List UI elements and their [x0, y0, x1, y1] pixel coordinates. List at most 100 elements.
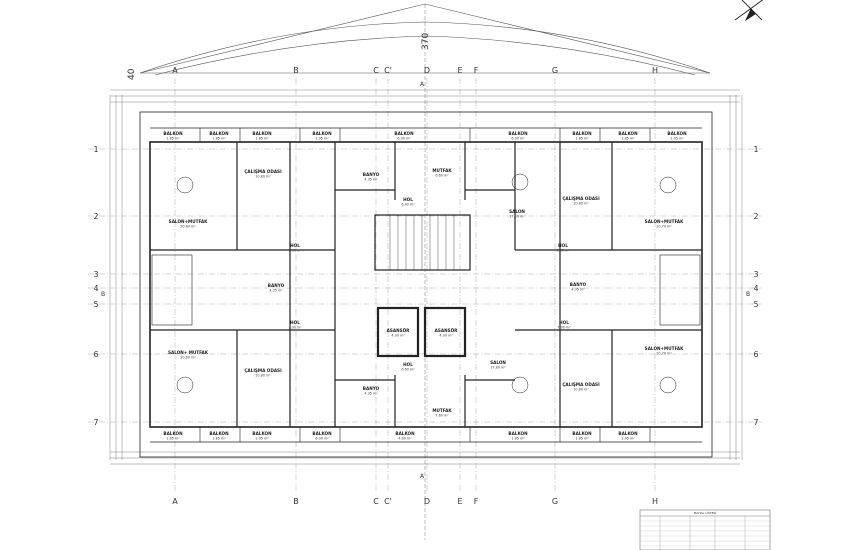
- grid-column-top-6: E: [457, 66, 462, 75]
- room-name: ASANSÖR: [387, 328, 411, 333]
- room-area: 10.80 m²: [573, 202, 589, 206]
- room-name: SALON+MUTFAK: [645, 346, 684, 351]
- room-area: 17.80 m²: [509, 215, 525, 219]
- grid-column-top-3: C: [373, 66, 379, 75]
- room-area: 2.05 m²: [255, 437, 269, 441]
- room-area: 6.60 m²: [401, 368, 415, 372]
- room-area: 1.85 m²: [575, 137, 589, 141]
- room-area: 4.35 m²: [364, 178, 378, 182]
- grid-column-bottom-4: C': [384, 497, 392, 506]
- room-area: 4.00 m²: [391, 334, 405, 338]
- grid-column-top-5: D: [424, 66, 430, 75]
- room-name: HOL: [403, 197, 413, 202]
- grid-column-top-7: F: [474, 66, 479, 75]
- room-area: 1.85 m²: [575, 437, 589, 441]
- room-name: HOL: [403, 362, 413, 367]
- section-marker-top: A: [420, 81, 425, 88]
- room-name: BANYO: [268, 283, 285, 288]
- room-schedule-title: MAHAL LİSTESİ: [694, 510, 717, 515]
- room-area: 1.85 m²: [255, 137, 269, 141]
- grid-column-bottom-1: A: [172, 497, 178, 506]
- grid-row-right-2: 2: [753, 212, 758, 221]
- dimension-lines: [109, 89, 743, 465]
- room-name: BALKON: [572, 131, 592, 136]
- room-name: ÇALIŞMA ODASI: [244, 169, 282, 174]
- grid-row-right-5: 5: [753, 300, 758, 309]
- room-area: 4.00 m²: [439, 334, 453, 338]
- room-area: 20.70 m²: [656, 352, 672, 356]
- room-area: 2.05 m²: [670, 137, 684, 141]
- room-name: SALON: [490, 360, 506, 365]
- room-name: BALKON: [252, 431, 272, 436]
- room-name: SALON+ MUTFAK: [168, 350, 209, 355]
- room-name: BALKON: [618, 431, 638, 436]
- section-marker-right: B: [746, 291, 750, 298]
- north-arrow-icon: [734, 0, 764, 22]
- grid-row-left-5: 5: [93, 300, 98, 309]
- top-dimension: 370: [421, 33, 431, 50]
- room-area: 1.85 m²: [166, 437, 180, 441]
- grid-row-left-4: 4: [93, 284, 98, 293]
- room-name: BALKON: [508, 131, 528, 136]
- room-name: ASANSÖR: [435, 328, 459, 333]
- grid-column-bottom-5: D: [424, 497, 430, 506]
- room-name: BALKON: [618, 131, 638, 136]
- grid-row-right-3: 3: [753, 270, 758, 279]
- room-area: 10.80 m²: [255, 175, 271, 179]
- room-name: HOL: [559, 320, 569, 325]
- room-area: 10.80 m²: [255, 374, 271, 378]
- room-area: 4.35 m²: [269, 289, 283, 293]
- grid-row-left-7: 7: [93, 418, 98, 427]
- room-name: BALKON: [508, 431, 528, 436]
- grid-row-right-7: 7: [753, 418, 758, 427]
- room-area: 6.00 m²: [315, 437, 329, 441]
- grid-row-right-4: 4: [753, 284, 758, 293]
- grid-column-bottom-7: F: [474, 497, 479, 506]
- room-area: 7.00 m²: [288, 249, 302, 253]
- room-area: 4.35 m²: [571, 288, 585, 292]
- room-name: BALKON: [252, 131, 272, 136]
- room-name: BALKON: [394, 131, 414, 136]
- room-name: BANYO: [363, 386, 380, 391]
- side-dimension: 40: [127, 68, 137, 80]
- room-name: SALON+MUTFAK: [645, 219, 684, 224]
- room-area: 1.85 m²: [621, 137, 635, 141]
- grid-row-right-1: 1: [753, 145, 758, 154]
- room-schedule-table: MAHAL LİSTESİ: [639, 509, 771, 550]
- room-name: BALKON: [209, 131, 229, 136]
- room-area: 7.00 m²: [557, 326, 571, 330]
- room-area: 17.80 m²: [490, 366, 506, 370]
- room-name: ÇALIŞMA ODASI: [244, 368, 282, 373]
- room-name: BALKON: [163, 131, 183, 136]
- room-area: 20.70 m²: [656, 225, 672, 229]
- room-area: 6.40 m²: [401, 203, 415, 207]
- room-area: 20.60 m²: [180, 225, 196, 229]
- room-name: HOL: [290, 320, 300, 325]
- grid-column-bottom-3: C: [373, 497, 379, 506]
- room-area: 1.85 m²: [166, 137, 180, 141]
- room-area: 2.05 m²: [315, 137, 329, 141]
- room-area: 7.00 m²: [288, 326, 302, 330]
- room-name: BALKON: [572, 431, 592, 436]
- structural-grid: [88, 78, 762, 492]
- room-area: 1.85 m²: [511, 437, 525, 441]
- grid-column-bottom-6: E: [457, 497, 462, 506]
- room-area: 6.60 m²: [435, 174, 449, 178]
- grid-column-top-2: B: [293, 66, 299, 75]
- section-marker-bottom: A: [420, 473, 425, 480]
- section-markers: A A B B: [101, 81, 750, 480]
- grid-row-left-3: 3: [93, 270, 98, 279]
- room-name: HOL: [558, 243, 568, 248]
- grid-row-left-1: 1: [93, 145, 98, 154]
- roof-outline: [139, 3, 711, 540]
- grid-column-top-8: G: [552, 66, 558, 75]
- grid-column-bottom-9: H: [652, 497, 658, 506]
- room-area: 6.00 m²: [511, 137, 525, 141]
- room-name: BALKON: [163, 431, 183, 436]
- grid-column-top-1: A: [172, 66, 178, 75]
- room-name: SALON+MUTFAK: [169, 219, 208, 224]
- room-name: BANYO: [570, 282, 587, 287]
- room-area: 10.80 m²: [573, 388, 589, 392]
